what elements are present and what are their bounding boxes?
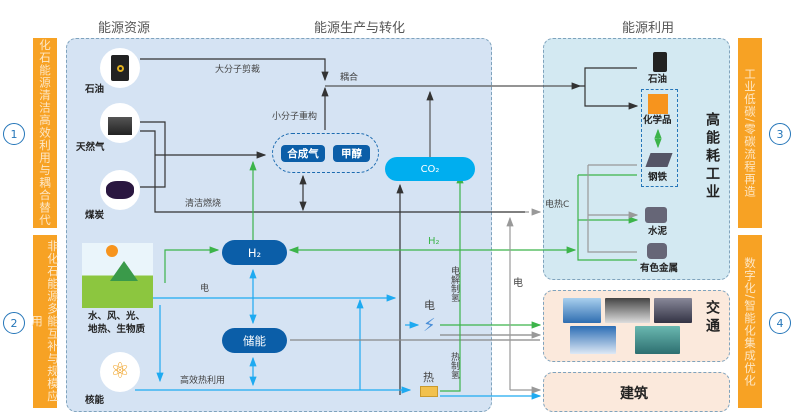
bar-industry-lowcarbon: 工业低碳/零碳流程再造	[738, 38, 762, 228]
coal-icon	[100, 170, 140, 210]
label-heat-node: 热	[423, 371, 434, 384]
industry-chemicals: 化学品	[643, 115, 672, 126]
industry-steel: 钢铁	[648, 172, 668, 183]
cement-truck-icon	[645, 207, 667, 223]
label-elec-right: 电	[513, 278, 523, 289]
heater-icon	[420, 386, 438, 397]
label-elec-node: 电	[424, 299, 435, 312]
header-production: 能源生产与转化	[314, 21, 406, 36]
label-electrolysis: 电解制氢	[449, 266, 459, 302]
train-photo	[654, 298, 692, 323]
industry-panel	[543, 38, 730, 280]
label-renew1: 水、风、光、	[88, 311, 146, 322]
industry-cement: 水泥	[648, 226, 668, 237]
bar-digital: 数字化/智能化集成优化	[738, 235, 762, 408]
building-panel	[543, 372, 730, 412]
label-gas: 天然气	[76, 142, 105, 153]
syngas-methanol-group	[272, 133, 379, 173]
lightning-icon: ⚡	[423, 315, 436, 336]
label-coupling: 耦合	[340, 73, 359, 83]
metal-ingots-icon	[647, 243, 667, 259]
transport-title: 交通	[704, 300, 720, 336]
truck-photo	[605, 298, 650, 323]
storage-node: 储能	[222, 328, 287, 353]
gas-plant-icon	[100, 103, 140, 143]
label-electricity: 电	[200, 284, 210, 294]
label-nuclear: 核能	[85, 395, 105, 406]
ev-charging-photo	[563, 298, 601, 323]
badge-1: 1	[3, 123, 25, 145]
fuel-pump-icon	[653, 52, 667, 72]
badge-4: 4	[769, 312, 791, 334]
bar-nonfossil: 非化石能源多能互补与规模应用	[30, 235, 60, 408]
badge-2: 2	[3, 312, 25, 334]
label-clean-combustion: 清洁燃烧	[185, 199, 222, 209]
industry-title: 高能耗工业	[704, 112, 720, 202]
label-renew2: 地热、生物质	[88, 324, 146, 335]
label-h2-flow: H₂	[428, 236, 440, 247]
renewables-landscape-icon	[82, 243, 153, 308]
label-restructure: 小分子重构	[272, 112, 318, 122]
label-coal: 煤炭	[85, 210, 105, 221]
ship-photo	[635, 326, 680, 354]
syngas-node: 合成气	[281, 145, 325, 162]
methanol-node: 甲醇	[333, 145, 370, 162]
label-cracking: 大分子剪裁	[215, 65, 261, 75]
header-utilization: 能源利用	[622, 21, 675, 36]
label-oil: 石油	[85, 84, 105, 95]
oil-barrel-icon	[100, 48, 140, 88]
badge-3: 3	[769, 123, 791, 145]
airplane-photo	[570, 326, 616, 354]
industry-oil: 石油	[648, 74, 668, 85]
bar-fossil: 化石能源清洁高效利用与耦合替代	[33, 38, 57, 228]
label-thermal-h2: 热制氢	[449, 352, 459, 379]
label-elec-heat-c: 电热C	[545, 200, 570, 210]
atom-icon: ⚛	[100, 352, 140, 392]
flask-icon	[648, 94, 668, 114]
header-resources: 能源资源	[98, 21, 151, 36]
label-heat-use: 高效热利用	[180, 376, 226, 386]
co2-node: CO₂	[385, 157, 475, 181]
industry-nonferrous: 有色金属	[640, 263, 679, 274]
h2-node: H₂	[222, 240, 287, 265]
building-title: 建筑	[620, 386, 648, 402]
chem-steel-group	[641, 89, 678, 187]
